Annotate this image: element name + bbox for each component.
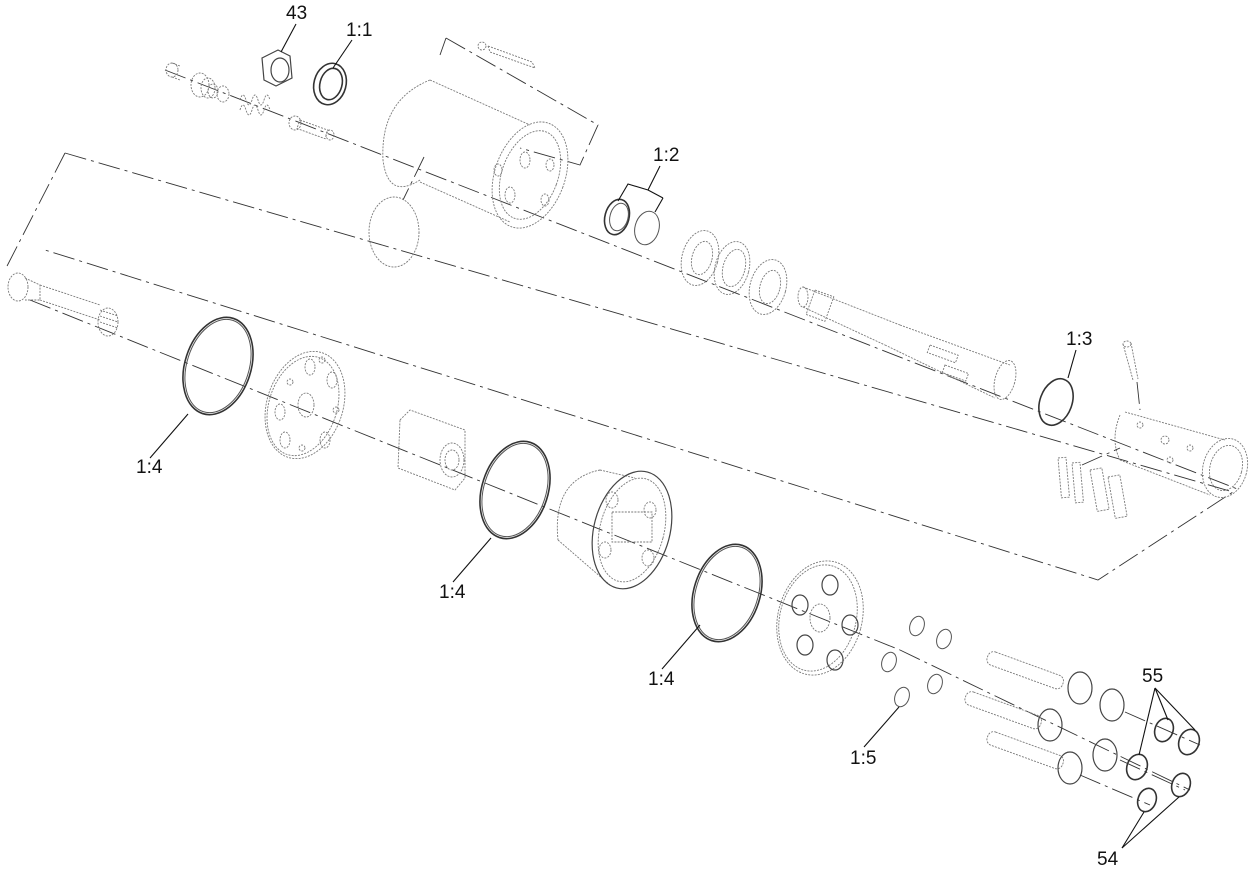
hex-nut [261, 49, 293, 87]
shaft-seal [312, 62, 348, 106]
gerotor-set [556, 469, 673, 590]
callout-1-3: 1:3 [1066, 329, 1093, 350]
valve-poppet [288, 115, 335, 141]
small-o-ring [216, 85, 230, 103]
valve-plug [165, 62, 181, 81]
assembly-boundary-lines [4, 37, 1235, 581]
seal-ring-1-3 [1038, 377, 1074, 427]
pin [477, 41, 536, 69]
thrust-washer [680, 230, 720, 286]
manifold [397, 409, 466, 491]
drive-link [7, 272, 119, 337]
port-plugs [964, 651, 1201, 806]
callout-1-4-a: 1:4 [136, 457, 163, 478]
leader-lines [149, 23, 1196, 849]
port-o-rings [881, 615, 952, 708]
wear-plate [264, 350, 346, 460]
output-shaft [797, 286, 1017, 400]
callout-54: 54 [1097, 849, 1119, 870]
housing [368, 79, 569, 268]
o-rings-55 [1125, 717, 1201, 781]
thrust-washer-2 [748, 259, 788, 315]
needle-bearing [713, 241, 751, 295]
callout-1-2: 1:2 [653, 145, 680, 166]
seal-rings-1-2 [603, 198, 660, 246]
callout-43: 43 [286, 3, 308, 24]
end-cap [776, 560, 864, 676]
o-rings-54 [1136, 772, 1192, 813]
upper-centerline [29, 69, 1241, 791]
check-pin [1122, 340, 1141, 411]
valve-spring [239, 94, 271, 116]
callout-55: 55 [1142, 666, 1164, 687]
gerotor-o-ring-3 [691, 543, 763, 643]
valve-sleeve [1114, 411, 1249, 498]
callout-1-5: 1:5 [850, 748, 877, 769]
callout-1-1: 1:1 [346, 20, 373, 41]
callout-1-4-b: 1:4 [439, 582, 466, 603]
gerotor-o-ring-2 [479, 440, 551, 540]
valve-seat [190, 72, 219, 99]
gerotor-o-ring-1 [182, 316, 254, 416]
callout-1-4-c: 1:4 [648, 669, 675, 690]
shims [1057, 447, 1128, 519]
